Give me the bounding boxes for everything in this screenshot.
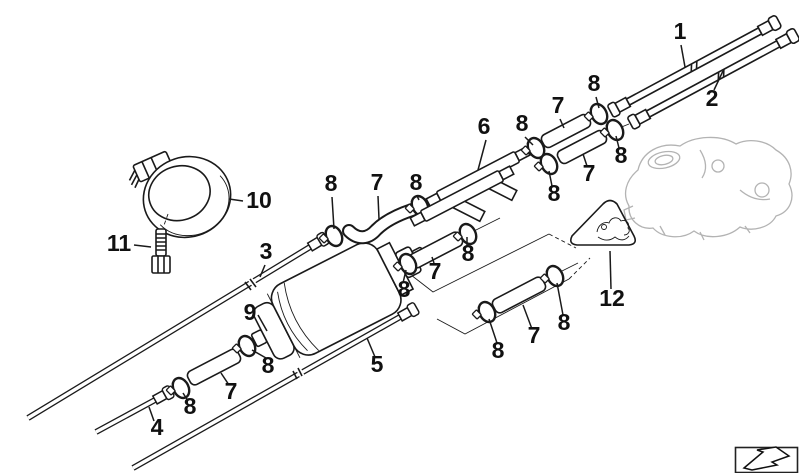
callout-8-tank-hose-bottom: 8 bbox=[488, 318, 505, 363]
part-number-label: 1 bbox=[674, 18, 687, 44]
part-number-label: 6 bbox=[478, 113, 491, 139]
callout-8-rail-a-bottom: 8 bbox=[516, 110, 534, 146]
callout-7-outlet-hose: 7 bbox=[429, 256, 442, 284]
callout-8-rail-b-bottom: 8 bbox=[548, 170, 561, 206]
part-number-label: 8 bbox=[615, 142, 628, 168]
fuel-tube-2 bbox=[627, 27, 799, 130]
part-number-label: 11 bbox=[107, 230, 132, 256]
fuel-line-4 bbox=[94, 384, 176, 435]
part-number-label: 7 bbox=[371, 169, 384, 195]
part-number-label: 3 bbox=[260, 238, 273, 264]
part-number-label: 12 bbox=[599, 285, 625, 311]
part-number-label: 2 bbox=[706, 85, 719, 111]
part-number-label: 8 bbox=[262, 352, 275, 378]
callout-8-rail-a-top: 8 bbox=[588, 70, 601, 109]
part-number-label: 8 bbox=[462, 240, 475, 266]
warning-triangle-icon bbox=[570, 199, 636, 246]
callout-7-inlet-hose: 7 bbox=[220, 372, 238, 404]
callout-10: 10 bbox=[228, 187, 272, 213]
part-number-label: 5 bbox=[371, 351, 384, 377]
curved-hose bbox=[342, 203, 419, 245]
callout-8-curved-hose-left: 8 bbox=[325, 170, 338, 230]
t-piece-6b bbox=[409, 165, 515, 227]
fuel-line-3 bbox=[26, 230, 331, 421]
part-number-label: 8 bbox=[516, 110, 529, 136]
part-number-label: 7 bbox=[528, 322, 541, 348]
part-number-label: 7 bbox=[225, 378, 238, 404]
part-number-label: 8 bbox=[184, 393, 197, 419]
callout-11: 11 bbox=[107, 230, 152, 256]
callout-8-outlet-hose-top: 8 bbox=[462, 237, 475, 266]
part-number-label: 8 bbox=[398, 276, 411, 302]
fuel-line-5 bbox=[131, 301, 421, 471]
part-number-label: 8 bbox=[492, 337, 505, 363]
part-number-label: 4 bbox=[151, 414, 164, 440]
filter-inlet-hose bbox=[186, 348, 242, 386]
callout-8-outlet-hose-bottom: 8 bbox=[398, 269, 411, 302]
clamping-ring bbox=[128, 150, 232, 239]
callout-4: 4 bbox=[148, 406, 164, 440]
part-number-label: 10 bbox=[246, 187, 272, 213]
callout-8-rail-b-top: 8 bbox=[615, 135, 628, 168]
callout-8-inlet-hose-bottom: 8 bbox=[182, 392, 197, 419]
part-number-label: 8 bbox=[325, 170, 338, 196]
fuel-tube-1 bbox=[607, 15, 782, 118]
corner-logo-box bbox=[734, 446, 799, 473]
callout-5: 5 bbox=[366, 337, 384, 377]
part-number-label: 8 bbox=[548, 180, 561, 206]
ring-bolt-link bbox=[162, 213, 169, 229]
part-number-label: 7 bbox=[429, 258, 442, 284]
part-number-label: 8 bbox=[410, 169, 423, 195]
callout-7-rail-a: 7 bbox=[552, 92, 565, 129]
callout-7-curved-hose: 7 bbox=[371, 169, 384, 220]
hose-clamp bbox=[315, 222, 347, 253]
callout-12: 12 bbox=[599, 250, 625, 311]
callout-3: 3 bbox=[259, 238, 273, 278]
callout-7-rail-b: 7 bbox=[582, 153, 596, 186]
callout-8-tank-hose-top: 8 bbox=[556, 282, 571, 335]
fuel-tank-outline bbox=[623, 136, 793, 241]
t-piece-6 bbox=[425, 146, 531, 208]
part-number-label: 7 bbox=[583, 160, 596, 186]
part-number-label: 8 bbox=[588, 70, 601, 96]
callouts: 1 2 8 7 8 6 8 7 bbox=[107, 18, 724, 440]
callout-7-tank-hose: 7 bbox=[522, 304, 541, 348]
mounting-bolt bbox=[151, 228, 171, 274]
brand-zigzag-logo-icon bbox=[742, 446, 791, 471]
part-number-label: 7 bbox=[552, 92, 565, 118]
part-number-label: 8 bbox=[558, 309, 571, 335]
callout-9: 9 bbox=[244, 299, 268, 332]
part-number-label: 9 bbox=[244, 299, 257, 325]
callout-8-inlet-hose-top: 8 bbox=[251, 349, 275, 378]
callout-8-curved-hose-right: 8 bbox=[410, 169, 423, 201]
callout-1: 1 bbox=[674, 18, 687, 68]
callout-6: 6 bbox=[477, 113, 491, 171]
callout-2: 2 bbox=[706, 70, 724, 111]
